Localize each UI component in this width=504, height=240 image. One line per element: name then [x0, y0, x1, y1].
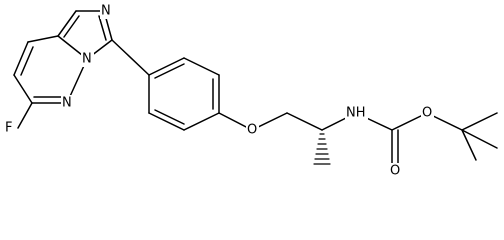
imidazopyridazine-bonds [13, 10, 150, 129]
atom-label-o-ether: O [246, 122, 259, 138]
bond-ph-2-3 [183, 57, 220, 76]
atom-label-n-pyridazine: N [61, 95, 74, 111]
svg-text:F: F [5, 121, 12, 136]
atom-label-n-bridgehead: N [81, 51, 94, 67]
phenyl-ring-bonds [148, 57, 220, 131]
bond-tbu-me1 [461, 112, 498, 131]
atom-label-n-imidazole: N [100, 3, 113, 19]
svg-text:N: N [101, 4, 111, 19]
bond-c8-c7-inner [20, 46, 34, 76]
bond-c8a-n1-inner [63, 15, 80, 38]
atom-label-o-carbonyl: O [389, 163, 402, 179]
bond-c8a-c8 [27, 35, 59, 43]
svg-text:NH: NH [346, 106, 366, 121]
svg-text:N: N [82, 52, 92, 67]
bond-ph-1-2 [148, 57, 185, 76]
bond-c8-c7 [13, 41, 29, 76]
stereo-hash-bond [313, 133, 331, 165]
bond-ch2-chiral [286, 112, 323, 131]
bond-ph-1-2-inner [154, 63, 185, 79]
bond-c2-c3-inner [98, 15, 107, 41]
svg-text:N: N [62, 96, 72, 111]
atom-label-nh: NH [345, 105, 368, 121]
bond-ph-5-6 [148, 112, 185, 131]
bond-c8a-n1 [57, 10, 77, 37]
bond-c7-c6 [13, 74, 33, 104]
bond-ph-4-5 [183, 112, 220, 131]
bond-c3-phenyl [111, 39, 150, 76]
atom-label-o-ester: O [421, 105, 434, 121]
atom-label-fluorine: F [4, 120, 17, 136]
svg-text:O: O [390, 164, 400, 179]
molecule-drawing: N N N F O NH O O [4, 3, 498, 179]
svg-text:O: O [247, 123, 257, 138]
structure-diagram: N N N F O NH O O [4, 3, 498, 179]
bond-c6-f [17, 102, 33, 129]
side-chain-bonds [218, 112, 498, 168]
bond-ph-5-6-inner [154, 109, 185, 125]
svg-text:O: O [422, 106, 432, 121]
bond-tbu-me2 [461, 129, 498, 149]
bond-tbu-me3 [461, 129, 477, 161]
